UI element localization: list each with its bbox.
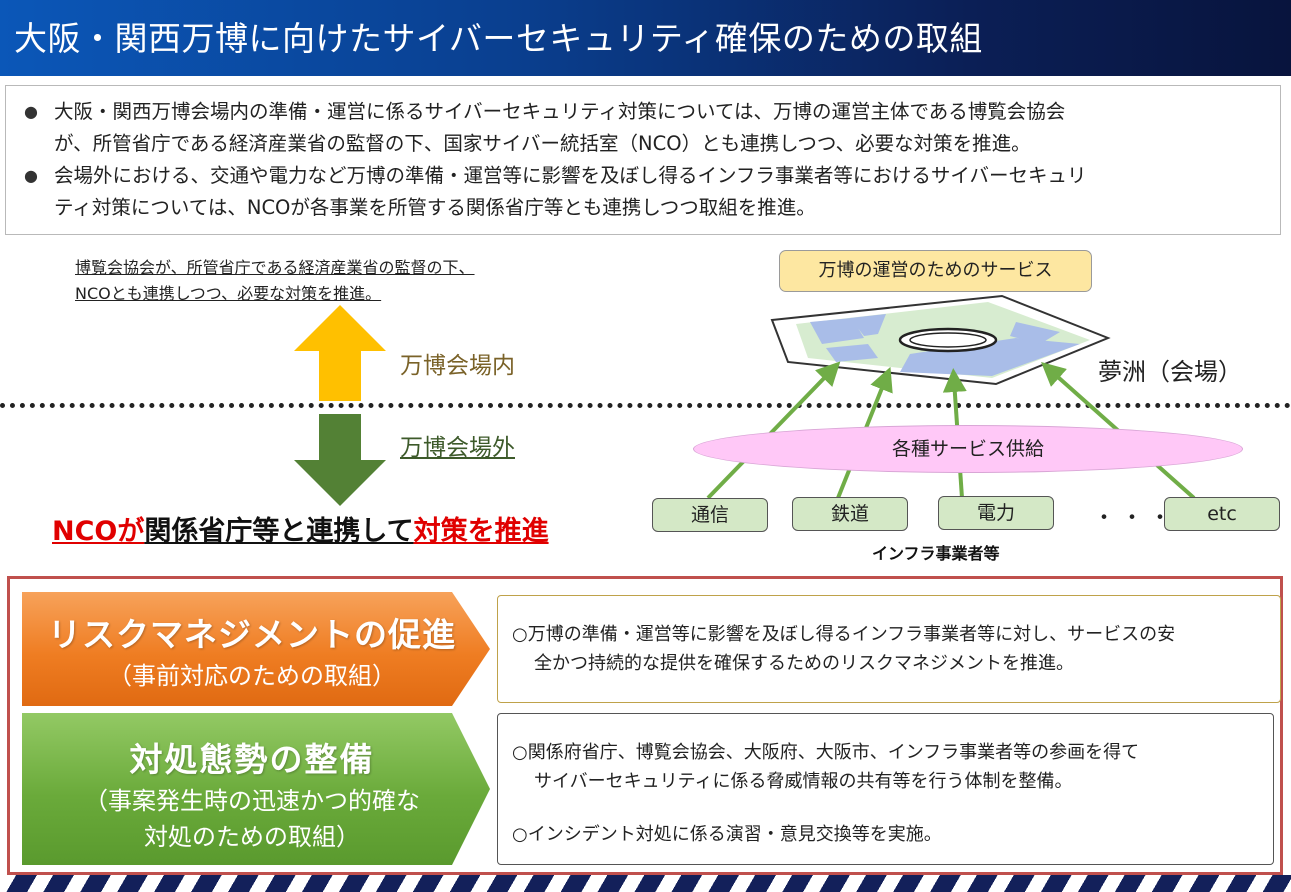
risk-management-desc-line-2: 全かつ持続的な提供を確保するためのリスクマネジメントを推進。 xyxy=(534,653,1074,674)
headline-part-2: 関係省庁等と連携して xyxy=(144,516,414,547)
intro-bullet-text: 会場外における、交通や電力など万博の準備・運営等に影響を及ぼし得るインフラ事業者… xyxy=(54,160,1266,224)
intro-bullet-1-line-1: 大阪・関西万博会場内の準備・運営に係るサイバーセキュリティ対策については、万博の… xyxy=(54,100,1066,123)
intro-bullet-1: ● 大阪・関西万博会場内の準備・運営に係るサイバーセキュリティ対策については、万… xyxy=(24,96,1266,160)
intro-bullet-2-line-1: 会場外における、交通や電力など万博の準備・運営等に影響を及ぼし得るインフラ事業者… xyxy=(54,164,1087,187)
arrow-up-icon xyxy=(294,305,386,401)
infra-electricity: 電力 xyxy=(938,496,1054,530)
inside-venue-label: 万博会場内 xyxy=(400,353,515,379)
response-readiness-description: ○関係府省庁、博覧会協会、大阪府、大阪市、インフラ事業者等の参画を得て サイバー… xyxy=(497,713,1274,865)
title-bar xyxy=(0,0,1291,76)
service-box: 万博の運営のためのサービス xyxy=(779,250,1092,292)
infra-railway: 鉄道 xyxy=(792,497,908,531)
arrow-down-icon xyxy=(294,414,386,506)
intro-bullet-1-line-2: が、所管省庁である経済産業省の監督の下、国家サイバー統括室（NCO）とも連携しつ… xyxy=(54,132,1031,155)
service-supply-ellipse: 各種サービス供給 xyxy=(693,425,1243,473)
risk-management-subtitle: （事前対応のための取組） xyxy=(108,662,396,690)
headline: NCOが関係省庁等と連携して対策を推進 xyxy=(52,509,549,548)
chevron-green-icon xyxy=(22,713,490,865)
intro-bullet-2: ● 会場外における、交通や電力など万博の準備・運営等に影響を及ぼし得るインフラ事… xyxy=(24,160,1266,224)
inside-note: 博覧会協会が、所管省庁である経済産業省の監督の下、 NCOとも連携しつつ、必要な… xyxy=(75,255,475,307)
headline-part-3: 対策を推進 xyxy=(413,516,549,547)
risk-management-description: ○万博の準備・運営等に影響を及ぼし得るインフラ事業者等に対し、サービスの安 全か… xyxy=(497,595,1281,703)
chevron-orange-icon xyxy=(22,592,490,706)
response-readiness-chevron: 対処態勢の整備 （事案発生時の迅速かつ的確な 対処のための取組） xyxy=(22,713,492,865)
infra-ellipsis: ・・・ xyxy=(1093,506,1178,531)
intro-bullet-2-line-2: ティ対策については、NCOが各事業を所管する関係省庁等とも連携しつつ取組を推進。 xyxy=(54,196,816,219)
footer-stripes xyxy=(0,875,1291,892)
response-readiness-desc-line-3: ○インシデント対処に係る演習・意見交換等を実施。 xyxy=(512,824,942,845)
intro-bullet-text: 大阪・関西万博会場内の準備・運営に係るサイバーセキュリティ対策については、万博の… xyxy=(54,96,1266,160)
measures-frame xyxy=(7,576,1283,875)
risk-management-title: リスクマネジメントの促進 xyxy=(48,615,456,654)
inside-note-line-1: 博覧会協会が、所管省庁である経済産業省の監督の下、 xyxy=(75,258,475,277)
inside-note-line-2: NCOとも連携しつつ、必要な対策を推進。 xyxy=(75,284,382,303)
venue-name-label: 夢洲（会場） xyxy=(1098,358,1242,386)
response-readiness-subtitle-line-2: 対処のための取組） xyxy=(144,823,360,851)
response-readiness-subtitle-line-1: （事案発生時の迅速かつ的確な xyxy=(84,787,420,815)
infra-etc: etc xyxy=(1164,497,1280,531)
response-readiness-title: 対処態勢の整備 xyxy=(129,740,375,779)
infra-telecom: 通信 xyxy=(652,498,768,532)
bullet-dot-icon: ● xyxy=(24,102,38,121)
intro-box: ● 大阪・関西万博会場内の準備・運営に係るサイバーセキュリティ対策については、万… xyxy=(5,85,1281,235)
infra-caption: インフラ事業者等 xyxy=(872,544,1000,563)
risk-management-chevron: リスクマネジメントの促進 （事前対応のための取組） xyxy=(22,592,492,706)
response-readiness-desc-line-2: サイバーセキュリティに係る脅威情報の共有等を行う体制を整備。 xyxy=(534,771,1073,792)
headline-part-1: NCOが xyxy=(52,516,145,547)
venue-boundary-line xyxy=(0,403,1291,408)
outside-venue-label: 万博会場外 xyxy=(400,435,515,461)
venue-map-icon xyxy=(770,294,1111,386)
page-title: 大阪・関西万博に向けたサイバーセキュリティ確保のための取組 xyxy=(14,19,983,58)
bullet-dot-icon: ● xyxy=(24,166,38,185)
risk-management-desc-line-1: ○万博の準備・運営等に影響を及ぼし得るインフラ事業者等に対し、サービスの安 xyxy=(512,624,1176,645)
response-readiness-desc-line-1: ○関係府省庁、博覧会協会、大阪府、大阪市、インフラ事業者等の参画を得て xyxy=(512,742,1140,763)
